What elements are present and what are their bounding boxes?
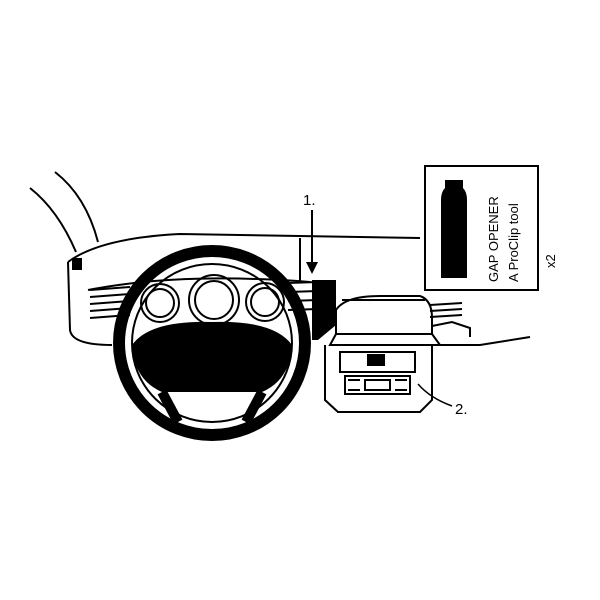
tool-quantity: x2 — [543, 254, 558, 268]
mounting-point-2-leader — [417, 383, 453, 407]
gap-opener-tool-box: GAP OPENER A ProClip tool — [424, 165, 539, 291]
right-air-vent — [429, 302, 531, 346]
tool-title: GAP OPENER — [486, 196, 501, 282]
steering-wheel — [113, 245, 311, 441]
mounting-point-1 — [306, 210, 336, 340]
a-pillar — [29, 171, 99, 270]
callout-2: 2. — [455, 401, 468, 418]
center-display-housing — [328, 295, 442, 346]
gap-opener-tool-icon — [441, 180, 467, 278]
radio-unit — [324, 345, 433, 413]
callout-1: 1. — [303, 192, 316, 209]
tool-subtitle: A ProClip tool — [506, 203, 521, 282]
